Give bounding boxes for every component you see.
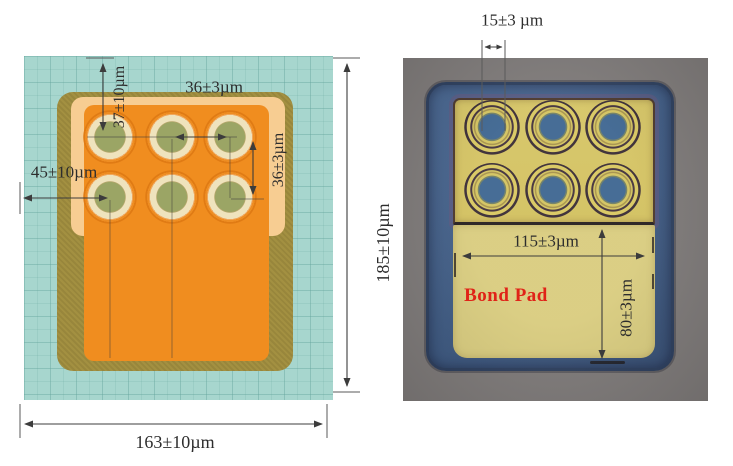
photo-artifact	[652, 237, 654, 253]
via-schematic	[83, 110, 137, 164]
label-v-pitch: 36±3µm	[270, 132, 287, 188]
label-row-offset: 37±10µm	[111, 65, 128, 129]
schematic-panel	[24, 56, 333, 400]
via-schematic	[203, 110, 257, 164]
micrograph-panel	[403, 58, 708, 401]
label-left-offset: 45±10µm	[30, 162, 98, 182]
photo-artifact	[652, 274, 654, 289]
via-schematic	[145, 170, 199, 224]
photo-vignette	[403, 58, 708, 401]
dim-185-cell-height	[333, 57, 360, 393]
label-cell-height: 185±10µm	[373, 203, 393, 283]
label-bond-pad: Bond Pad	[464, 285, 548, 306]
via-photo	[464, 163, 520, 219]
via-photo	[464, 100, 520, 156]
label-pad-width: 115±3µm	[513, 231, 579, 251]
label-h-pitch: 36±3µm	[185, 77, 243, 97]
via-photo	[525, 163, 581, 219]
photo-artifact	[454, 253, 456, 277]
via-photo	[585, 163, 641, 219]
label-cell-width: 163±10µm	[135, 432, 215, 452]
bond-pad-area	[453, 225, 655, 358]
label-via-width: 15±3 µm	[480, 10, 544, 30]
via-schematic	[145, 110, 199, 164]
via-photo	[585, 100, 641, 156]
photo-artifact	[590, 361, 625, 364]
via-photo	[525, 100, 581, 156]
label-pad-height: 80±3µm	[616, 279, 636, 337]
via-schematic	[203, 170, 257, 224]
